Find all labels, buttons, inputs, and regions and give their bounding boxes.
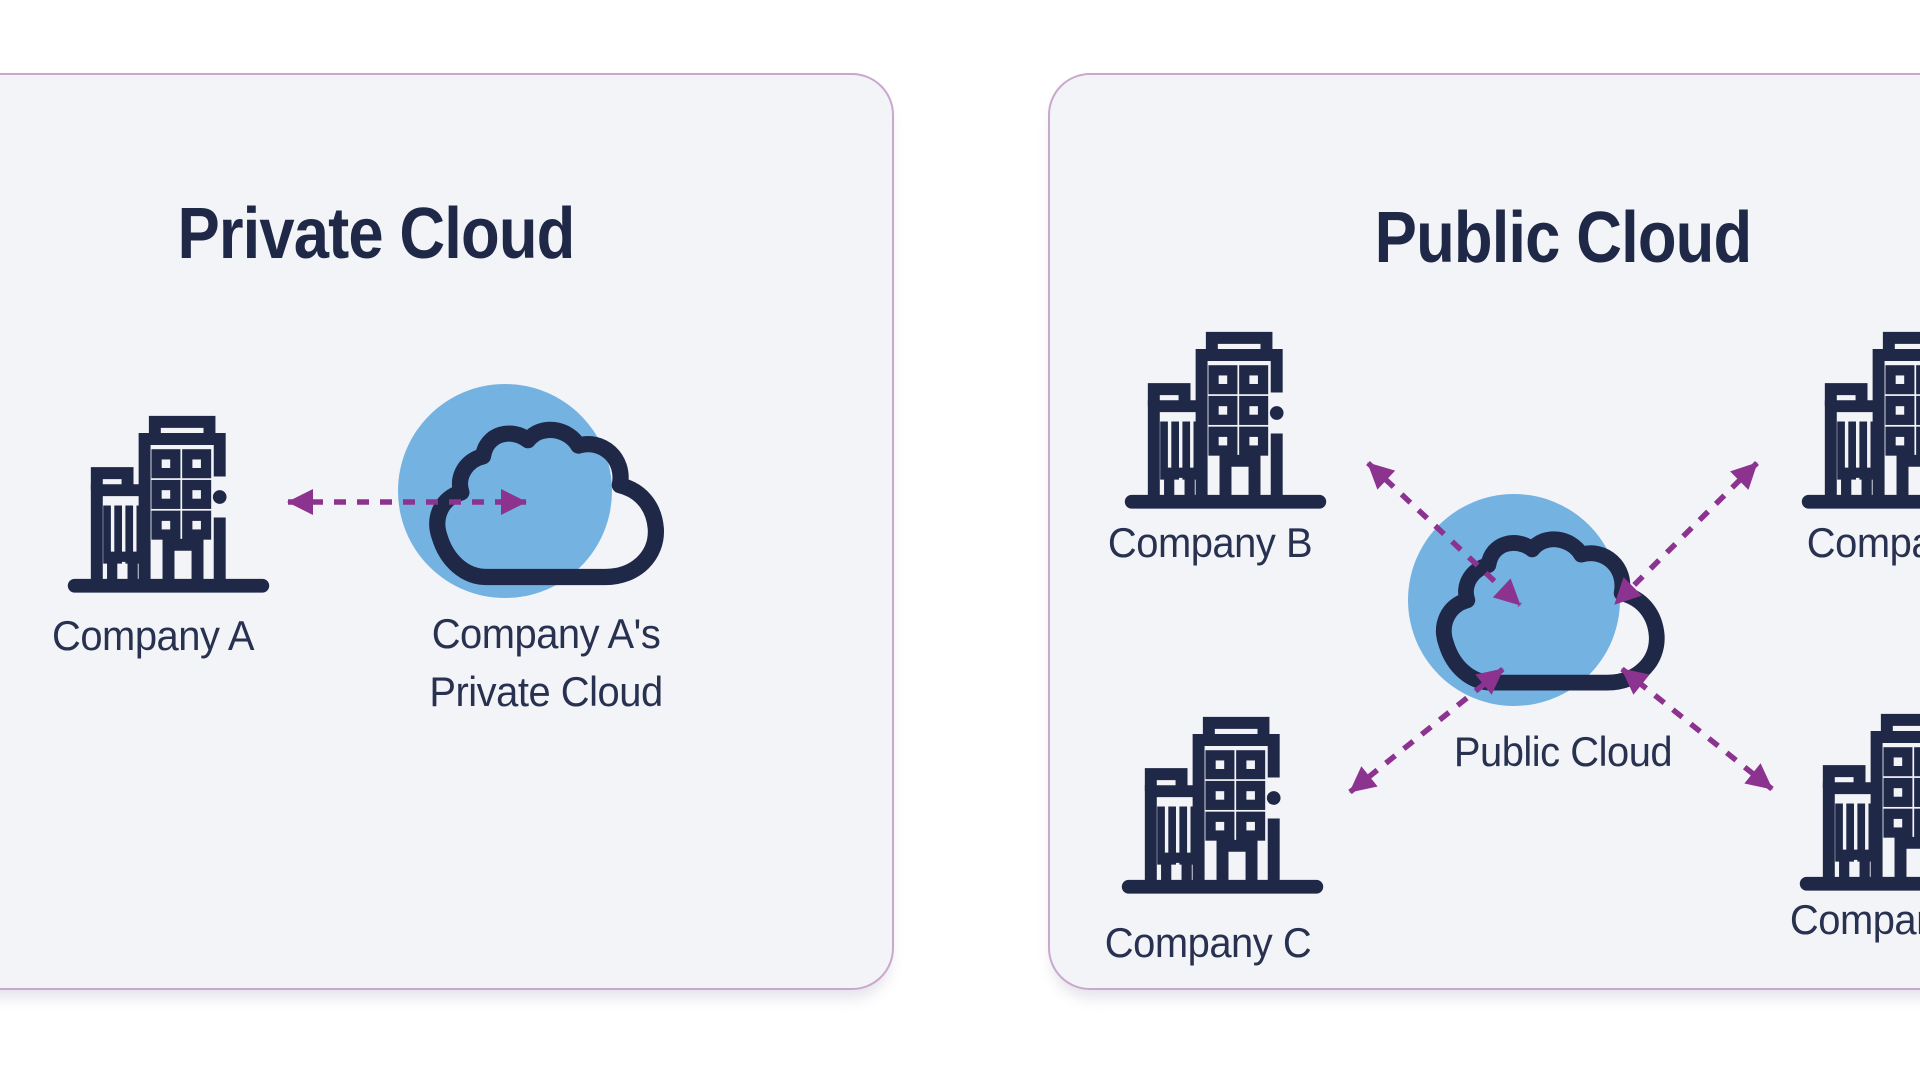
private-cloud-title: Private Cloud bbox=[177, 194, 576, 275]
building-icon bbox=[1123, 314, 1328, 512]
company-b-label: Company B bbox=[1107, 519, 1313, 566]
public-cloud-node-label: Public Cloud bbox=[1453, 728, 1673, 775]
building-icon bbox=[66, 398, 271, 596]
building-icon bbox=[1120, 699, 1325, 897]
cloud-icon bbox=[1427, 523, 1690, 702]
company-a-label: Company A bbox=[52, 612, 254, 659]
private-cloud-node-label-line2: Private Cloud bbox=[429, 668, 663, 715]
building-icon bbox=[1798, 696, 1920, 894]
building-icon bbox=[1800, 314, 1920, 512]
private-cloud-node-label-line1: Company A's bbox=[431, 610, 661, 657]
company-c-label: Company C bbox=[1104, 919, 1312, 966]
public-cloud-title: Public Cloud bbox=[1374, 198, 1753, 279]
company-e-label: Company E bbox=[1789, 896, 1920, 943]
cloud-icon bbox=[420, 413, 690, 597]
company-d-label: Company D bbox=[1806, 519, 1920, 566]
private-cloud-node-label: Company A's Private Cloud bbox=[429, 605, 663, 721]
